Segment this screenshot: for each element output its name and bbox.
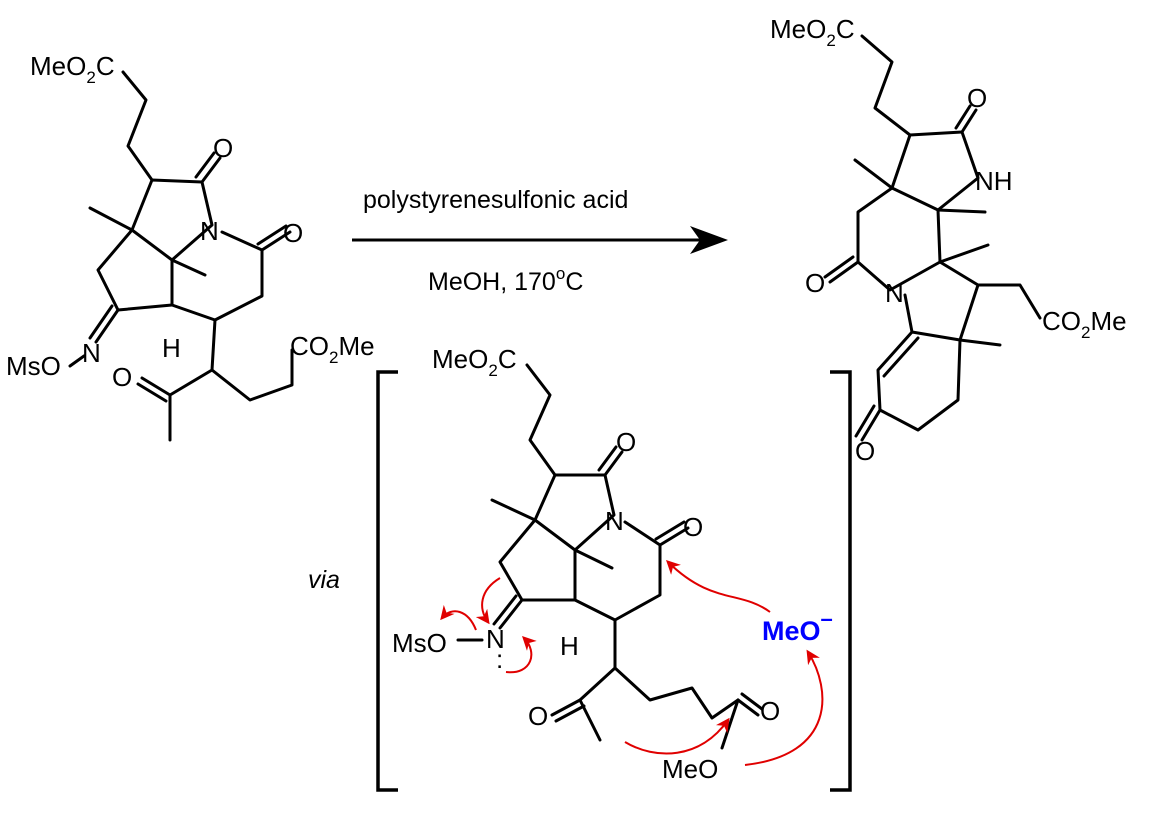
intermediate: MeO2C O N O N : MsO H O O MeO [392,344,780,784]
int-carbonyl-1 [597,445,624,477]
sm-carbonyl-2 [256,224,292,252]
pr-pyrrolidine [903,260,980,342]
arrow-enolate-to-ester [624,717,730,755]
sm-ketone [136,376,172,403]
sm-side-chain [121,70,154,182]
sm-o-2: O [283,218,303,248]
int-pyrrolidinone [533,473,616,552]
int-cyclopentane [498,518,577,602]
int-side-quaternary [578,618,740,742]
pr-lactam-ring [890,130,980,212]
int-n-oxime: N [486,624,505,654]
electron-arrows [440,560,824,766]
pr-side-chain [860,34,912,137]
conditions-label: MeOH, 170oC [428,264,583,296]
sm-co2me: CO2Me [290,331,375,367]
pr-ester-label: MeO2C [770,14,855,50]
int-oxime [492,594,524,630]
arrow-lone-pair [505,636,537,674]
int-mso: MsO [392,628,447,658]
int-lone-pair: : [496,644,503,674]
reaction-arrow-group: polystyrenesulfonic acid MeOH, 170oC [352,186,728,296]
int-methyls [490,498,614,570]
pr-cyclohexenone [876,330,962,432]
int-meo: MeO [662,754,718,784]
int-ester-carbonyl [736,692,764,717]
arrow-meo-to-lactam [665,560,771,613]
reagent-label: polystyrenesulfonic acid [363,186,628,214]
pr-co2me: CO2Me [1042,306,1127,342]
right-bracket [830,370,852,792]
int-ester-label: MeO2C [432,344,517,380]
pr-methyls [853,158,1002,347]
pr-n: N [885,278,904,308]
sm-o-ketone: O [112,362,132,392]
methoxide-label: MeO– [762,606,833,646]
sm-o-1: O [213,133,233,163]
int-o-ketone: O [528,701,548,731]
starting-material: MeO2C O N O N MsO H O CO2Me [6,51,375,442]
pr-carbonyl-3 [854,404,882,442]
sm-n-o-bond [68,354,86,368]
sm-mso: MsO [6,351,61,381]
sm-n-oxime: N [82,338,101,368]
sm-lactam-ring [170,230,264,322]
pr-nh: NH [975,166,1013,196]
arrow-ch-to-cn [475,577,501,625]
pr-o-2: O [805,268,825,298]
pr-o-3: O [855,436,875,466]
int-side-chain [525,363,557,477]
int-o-1: O [616,427,636,457]
pr-carbonyl-1 [954,104,978,134]
int-h: H [560,631,579,661]
sm-methyl-2 [170,258,207,277]
pr-six-ring [856,186,942,292]
via-label: via [308,566,340,594]
reaction-arrowhead [690,226,728,254]
pr-o-1: O [967,83,987,113]
arrow-ester-to-meo [744,649,824,766]
sm-n: N [200,216,219,246]
sm-side-quaternary [168,318,294,442]
sm-cyclopentane [96,228,174,312]
left-bracket [376,370,398,792]
int-o-2: O [683,512,703,542]
sm-oxime [88,304,120,344]
int-ketone [550,698,586,723]
int-n: N [605,506,624,536]
pr-carbonyl-2 [823,255,860,284]
product: MeO2C O NH O N CO2Me O [770,14,1127,466]
sm-ester-label: MeO2C [30,51,115,87]
pr-ch2co2me [976,283,1042,320]
int-ester-o [720,698,740,750]
sm-pyrrolidinone-ring [130,178,214,262]
int-lactam-ring [573,520,662,622]
int-o-ester: O [760,696,780,726]
arrow-n-o-cleave [440,604,477,631]
sm-methyl-1 [88,206,134,232]
sm-h: H [162,333,181,363]
int-carbonyl-2 [654,520,690,547]
sm-carbonyl-1 [194,151,222,184]
